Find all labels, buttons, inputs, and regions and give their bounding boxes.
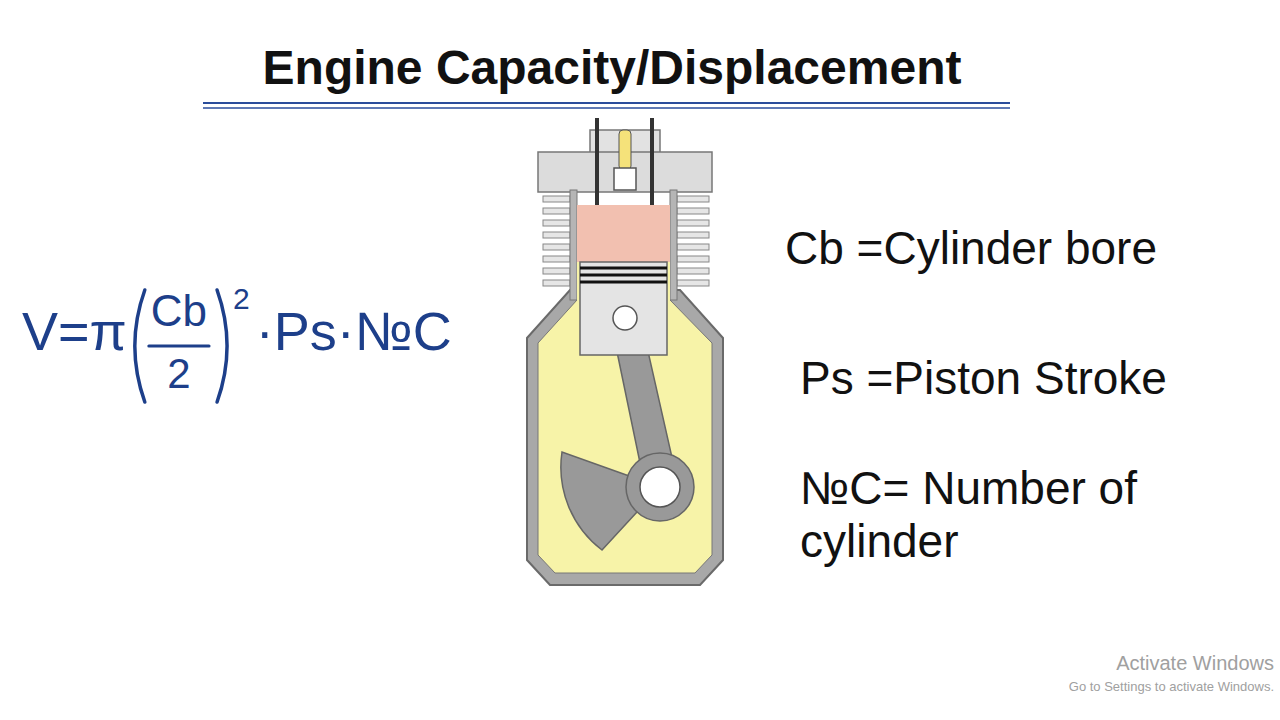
title: Engine Capacity/Displacement [263, 40, 962, 95]
definition: Ps =Piston Stroke [800, 352, 1167, 405]
combustion-chamber [577, 205, 670, 262]
piston-ring [580, 267, 667, 270]
watermark: Activate Windows [1116, 652, 1274, 675]
formula-denominator: 2 [167, 350, 190, 398]
title-underline [203, 107, 1010, 109]
definition: №C= Number of cylinder [800, 462, 1220, 568]
formula-part: ·Ps·№C [256, 300, 452, 362]
parenthesis [217, 290, 227, 402]
formula-part: V=π [22, 300, 127, 362]
cylinder-wall [570, 190, 577, 300]
piston [580, 262, 667, 355]
watermark: Go to Settings to activate Windows. [1069, 680, 1274, 695]
fin [677, 232, 709, 238]
fraction-bar [149, 345, 209, 348]
fin [677, 244, 709, 250]
fin [677, 256, 709, 262]
fin [677, 208, 709, 214]
definition: Cb =Cylinder bore [785, 222, 1157, 275]
fin [543, 268, 570, 274]
piston-ring [580, 274, 667, 277]
fin [543, 232, 570, 238]
spark-plug [619, 130, 631, 170]
formula-numerator: Cb [151, 286, 207, 337]
parenthesis [135, 290, 145, 402]
fin [543, 244, 570, 250]
cylinder-wall [670, 190, 677, 300]
piston-pin [613, 306, 637, 330]
piston-ring [580, 281, 667, 284]
fin [543, 256, 570, 262]
title-underline [203, 102, 1010, 104]
fin [677, 196, 709, 202]
fin [543, 280, 570, 286]
fin [543, 220, 570, 226]
fin [543, 208, 570, 214]
spark-plug-nut [614, 168, 636, 190]
valve [650, 118, 654, 205]
valve [595, 118, 599, 205]
fin [677, 220, 709, 226]
crank-web [626, 453, 694, 521]
formula-exponent: 2 [233, 282, 250, 317]
fin [677, 280, 709, 286]
fin [677, 268, 709, 274]
fin [543, 196, 570, 202]
crank-pin [640, 467, 680, 507]
